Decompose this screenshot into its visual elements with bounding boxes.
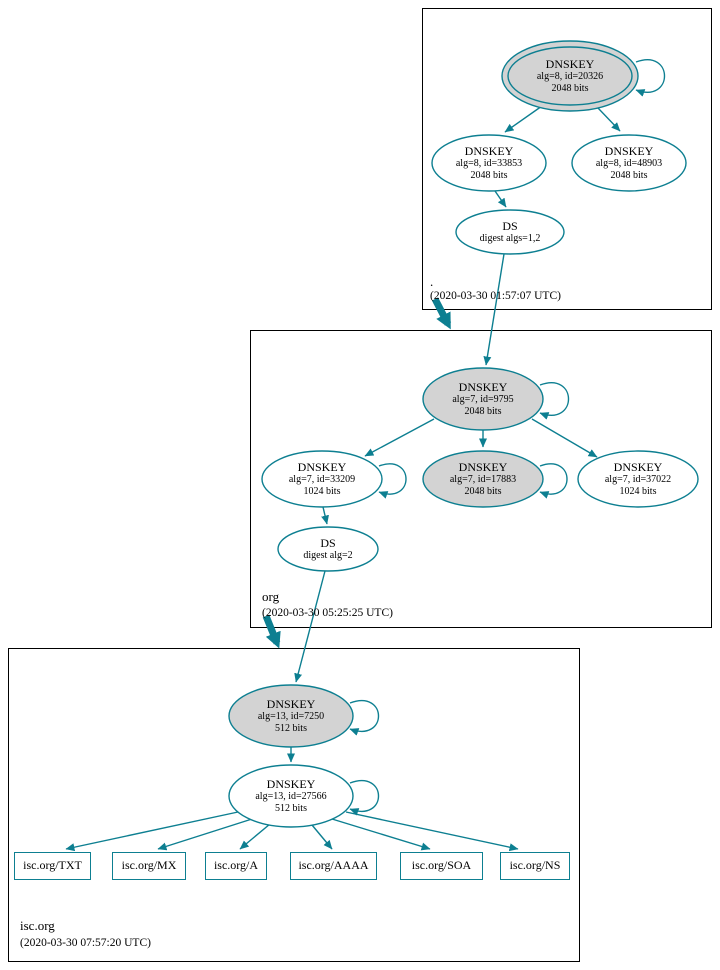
org-zsk3-node [577,450,699,508]
dnskey-alg: alg=13, id=27566 [255,791,327,803]
edge-zsk1-ds [494,190,507,208]
root-ksk-node [501,40,639,112]
isc-zsk-node [228,764,354,828]
org-zsk2-label: DNSKEY alg=7, id=17883 2048 bits [450,460,516,498]
rrset-isc-org-soa: isc.org/SOA [400,852,483,880]
root-ksk-label: DNSKEY alg=8, id=20326 2048 bits [537,57,603,95]
root-zone-name: . [430,274,434,289]
delegation-root-org [431,297,452,330]
edge-orgksk-zsk1 [364,418,435,457]
dnskey-bits: 2048 bits [551,83,589,95]
dnskey-title: DNSKEY [464,144,514,159]
dnskey-bits: 1024 bits [619,486,657,498]
dnskey-alg: alg=8, id=33853 [455,158,523,170]
dnskey-title: DNSKEY [604,144,654,159]
dnskey-alg: alg=8, id=20326 [536,71,604,83]
org-ksk-label: DNSKEY alg=7, id=9795 2048 bits [452,380,513,418]
rrset-isc-org-aaaa: isc.org/AAAA [290,852,377,880]
dnskey-bits: 2048 bits [464,486,502,498]
org-ds-node [277,526,379,572]
edge-zsk-ns [345,811,519,852]
dnskey-bits: 2048 bits [464,406,502,418]
dnskey-title: DNSKEY [266,697,316,712]
org-zsk2-selfloop [539,463,568,499]
edge-zsk-txt [65,811,239,852]
dnskey-alg: alg=7, id=9795 [452,394,514,406]
org-zsk3-label: DNSKEY alg=7, id=37022 1024 bits [605,460,671,498]
isc-zsk-selfloop [349,780,380,816]
root-zone-timestamp: (2020-03-30 01:57:07 UTC) [430,290,561,302]
rrset-isc-org-txt: isc.org/TXT [14,852,91,880]
delegation-org-isc [262,614,281,649]
root-ds-node [455,209,565,255]
edge-zsk-aaaa [311,824,333,850]
dnskey-title: DNSKEY [458,380,508,395]
root-zsk2-label: DNSKEY alg=8, id=48903 2048 bits [596,144,662,182]
root-zsk2-node [571,134,687,192]
dnskey-bits: 512 bits [275,803,307,815]
isc-zone-box [8,648,580,962]
root-zsk1-node [431,134,547,192]
graph-nodes [228,40,699,828]
dnskey-alg: alg=13, id=7250 [257,711,325,723]
ds-digest: digest alg=2 [303,550,353,562]
root-ds-label: DS digest algs=1,2 [480,219,541,245]
rrset-isc-org-ns: isc.org/NS [500,852,570,880]
edge-orgzsk1-ds [321,506,329,525]
dnskey-title: DNSKEY [297,460,347,475]
edge-zsk-a [239,823,271,850]
dnskey-alg: alg=7, id=33209 [288,474,356,486]
graph-edges [65,59,666,852]
org-zsk1-label: DNSKEY alg=7, id=33209 1024 bits [289,460,355,498]
ds-title: DS [320,536,336,551]
org-zone-name: org [262,589,280,604]
org-zsk1-selfloop [378,463,407,499]
org-zone-box [250,330,712,628]
org-zsk2-node [422,450,544,508]
org-zsk1-node [261,450,383,508]
isc-zsk-label: DNSKEY alg=13, id=27566 512 bits [255,777,326,815]
org-zone-timestamp: (2020-03-30 05:25:25 UTC) [262,607,393,619]
dnskey-bits: 2048 bits [470,170,508,182]
rrset-isc-org-a: isc.org/A [205,852,267,880]
isc-ksk-label: DNSKEY alg=13, id=7250 512 bits [258,697,324,735]
edge-rootds-orgksk [483,253,505,366]
ds-title: DS [502,219,518,234]
root-ksk-node-inner [507,46,633,106]
edge-orgksk-zsk3 [531,418,598,458]
isc-zone-name: isc.org [20,918,55,933]
org-ksk-selfloop [539,382,570,420]
dnskey-title: DNSKEY [266,777,316,792]
zone-borders [8,8,712,962]
edge-rootksk-zsk1 [504,105,543,133]
dnskey-title: DNSKEY [545,57,595,72]
dnskey-alg: alg=7, id=17883 [449,474,517,486]
rrset-isc-org-mx: isc.org/MX [112,852,186,880]
dnskey-bits: 512 bits [275,723,307,735]
org-ds-label: DS digest alg=2 [303,536,352,562]
root-ksk-selfloop [635,59,666,97]
isc-ksk-node [228,684,354,748]
isc-ksk-selfloop [349,700,380,736]
edge-rootksk-zsk2 [597,107,621,132]
root-zone-box [422,8,712,310]
isc-zone-timestamp: (2020-03-30 07:57:20 UTC) [20,937,151,949]
dnskey-alg: alg=7, id=37022 [604,474,672,486]
edge-zsk-soa [331,818,431,851]
root-zsk1-label: DNSKEY alg=8, id=33853 2048 bits [456,144,522,182]
dnskey-bits: 1024 bits [303,486,341,498]
ds-digest: digest algs=1,2 [479,233,541,245]
edge-orgds-iscksk [294,570,326,683]
dnskey-title: DNSKEY [613,460,663,475]
dnskey-bits: 2048 bits [610,170,648,182]
org-ksk-node [422,367,544,431]
edge-zsk-mx [157,818,253,851]
dnskey-alg: alg=8, id=48903 [595,158,663,170]
dnskey-title: DNSKEY [458,460,508,475]
